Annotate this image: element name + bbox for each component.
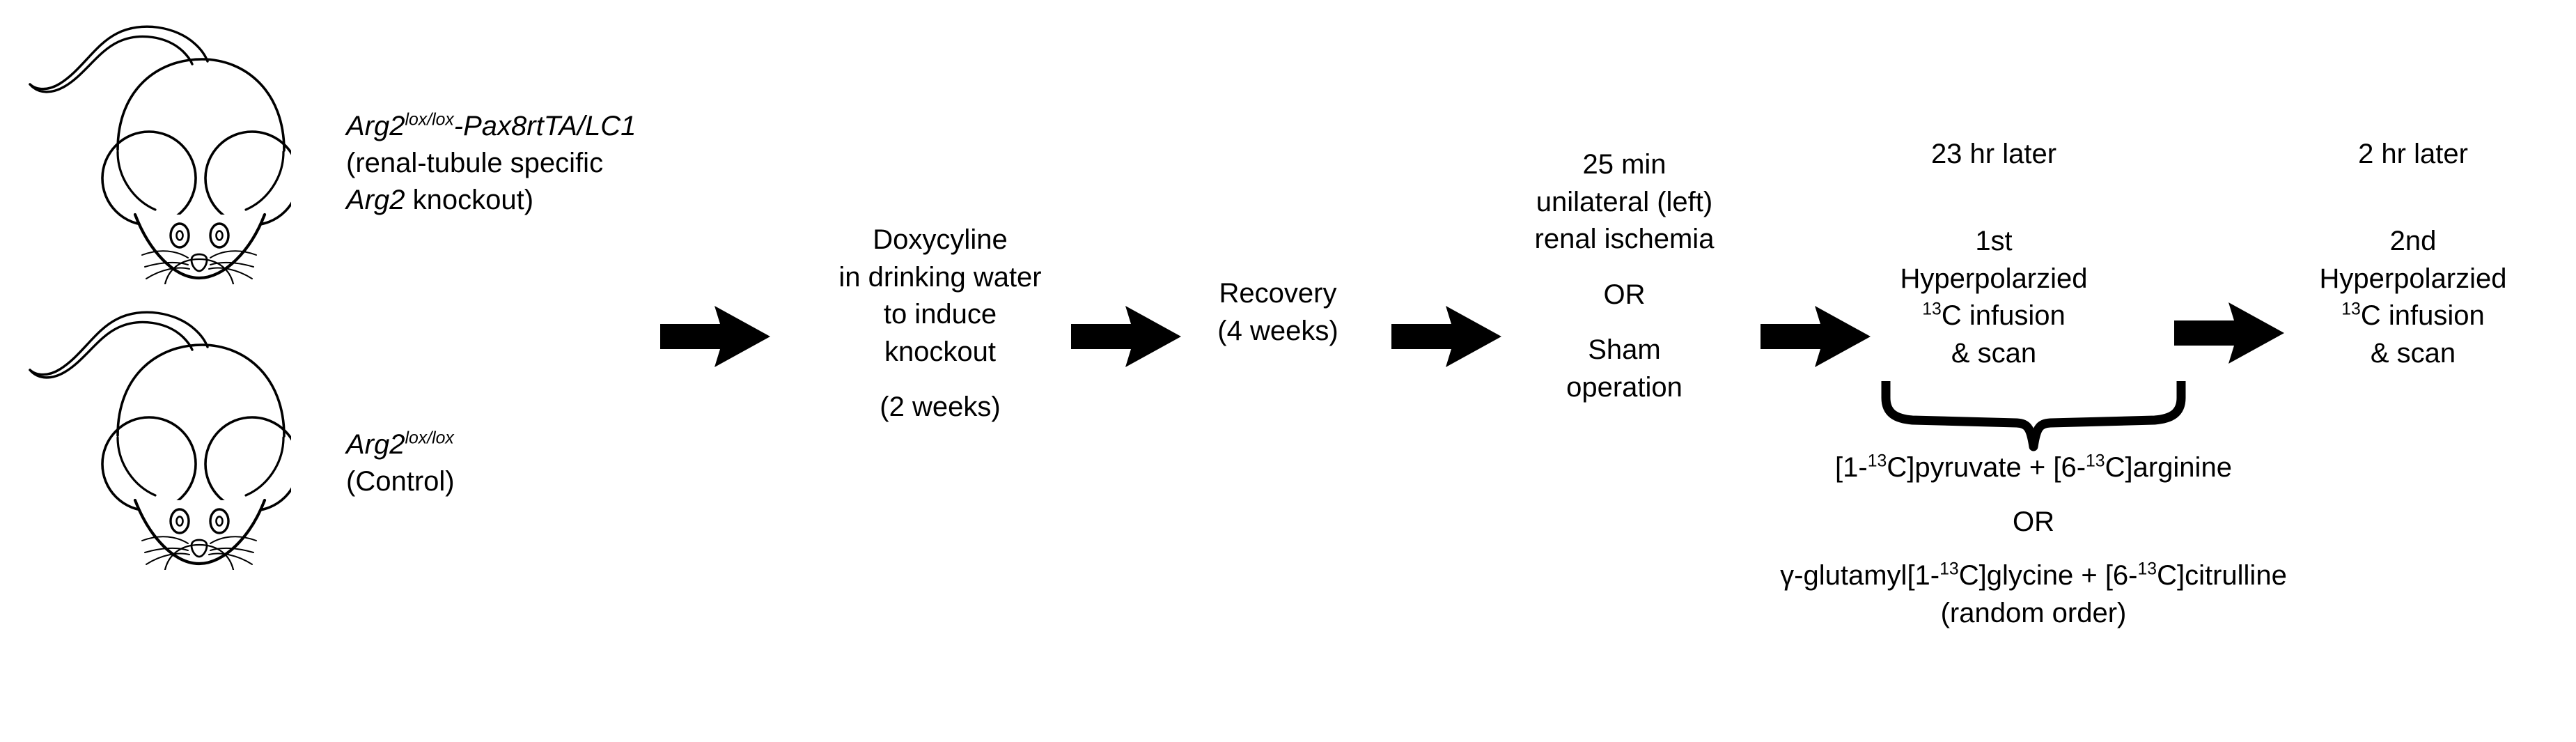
agents-brace [1880, 380, 2187, 456]
genotype-control-desc1: (Control) [346, 465, 455, 497]
second-scan-ordinal: 2nd [2389, 226, 2437, 256]
second-scan-timing: 2 hr later [2358, 139, 2468, 169]
genotype-knockout-desc2: Arg2 knockout) [346, 182, 646, 219]
agent-option-a-text: [1-13C]pyruvate + [6-13C]arginine [1783, 449, 2284, 487]
step-surgery-alt-line-1: Sham [1588, 334, 1661, 366]
step-doxycycline-line-4: knockout [884, 336, 997, 367]
genotype-knockout-gene: Arg2 [346, 111, 405, 141]
step-first-scan: 1st Hyperpolarzied 13C infusion & scan [1861, 223, 2127, 372]
genotype-knockout-line1: Arg2lox/lox-Pax8rtTA/LC1 [346, 108, 646, 145]
mouse-icon-knockout [13, 6, 291, 284]
agent-a-pre: [1- [1835, 452, 1868, 483]
second-scan-isotope-sup: 13 [2341, 300, 2361, 319]
step-recovery-line-1: Recovery [1219, 278, 1337, 309]
step-doxycycline-duration: (2 weeks) [880, 392, 1001, 423]
step-recovery: Recovery (4 weeks) [1177, 275, 1379, 350]
genotype-knockout-suffix: -Pax8rtTA/LC1 [453, 111, 637, 141]
genotype-control-gene: Arg2 [346, 429, 405, 460]
step-doxycycline-line-1: Doxycyline [873, 224, 1008, 255]
spacer [1483, 314, 1765, 332]
agent-a-sup2: 13 [2086, 451, 2105, 471]
agent-a-post: C]arginine [2105, 452, 2232, 483]
arrow-to-second-scan [2174, 300, 2286, 366]
agent-b-post: C]citrulline [2157, 560, 2287, 591]
spacer [787, 371, 1093, 389]
genotype-control-line1: Arg2lox/lox [346, 426, 646, 463]
genotype-control-sup: lox/lox [405, 428, 454, 448]
step-surgery-alt-line-2: operation [1566, 371, 1683, 403]
arrow-to-first-scan [1761, 303, 1872, 370]
agent-b-sup1: 13 [1939, 559, 1959, 579]
arrow-to-doxycycline [660, 303, 772, 370]
agent-b-sup2: 13 [2137, 559, 2157, 579]
first-scan-title: Hyperpolarzied [1900, 263, 2088, 294]
step-doxycycline-line-2: in drinking water [838, 261, 1042, 293]
agent-b-mid: C]glycine + [6- [1958, 560, 2138, 591]
agent-separator: OR [1783, 504, 2284, 541]
step-second-scan: 2nd Hyperpolarzied 13C infusion & scan [2277, 223, 2549, 372]
arrow-to-recovery [1071, 303, 1182, 370]
step-recovery-duration: (4 weeks) [1217, 315, 1338, 346]
first-scan-ordinal: 1st [1975, 226, 2013, 256]
step-surgery: 25 min unilateral (left) renal ischemia … [1483, 146, 1765, 407]
step-surgery-line-2: unilateral (left) [1536, 186, 1713, 217]
second-scan-isotope: 13C infusion [2277, 297, 2549, 335]
step-doxycycline: Doxycyline in drinking water to induce k… [787, 222, 1093, 426]
agent-option-b: γ-glutamyl[1-13C]glycine + [6-13C]citrul… [1727, 557, 2340, 632]
step-surgery-line-1: 25 min [1582, 149, 1666, 180]
genotype-knockout-sup: lox/lox [405, 110, 454, 130]
first-scan-last-line: & scan [1951, 337, 2037, 369]
first-scan-timing: 23 hr later [1930, 139, 2057, 169]
first-scan-isotope-sup: 13 [1922, 300, 1942, 319]
agent-a-mid: C]pyruvate + [6- [1887, 452, 2086, 483]
step-second-scan-timing: 2 hr later [2277, 136, 2549, 173]
genotype-knockout-desc2-gene: Arg2 [346, 184, 405, 215]
agent-b-pre: γ-glutamyl[1- [1780, 560, 1940, 591]
genotype-label-control: Arg2lox/lox (Control) [346, 426, 646, 500]
mouse-icon-control [13, 291, 291, 570]
agent-a-sup1: 13 [1867, 451, 1887, 471]
step-surgery-separator: OR [1603, 279, 1646, 310]
genotype-knockout-desc2-rest: knockout) [405, 184, 534, 215]
step-surgery-line-3: renal ischemia [1534, 224, 1715, 255]
agent-option-a: [1-13C]pyruvate + [6-13C]arginine [1783, 449, 2284, 487]
arrow-to-surgery [1391, 303, 1503, 370]
agent-option-b-text: γ-glutamyl[1-13C]glycine + [6-13C]citrul… [1727, 557, 2340, 595]
agent-note: (random order) [1940, 597, 2127, 628]
agent-separator-text: OR [2013, 507, 2054, 537]
step-doxycycline-line-3: to induce [883, 299, 997, 330]
second-scan-isotope-text: C infusion [2360, 300, 2485, 332]
genotype-label-knockout: Arg2lox/lox-Pax8rtTA/LC1 (renal-tubule s… [346, 108, 646, 218]
second-scan-last-line: & scan [2370, 337, 2456, 369]
first-scan-isotope: 13C infusion [1861, 297, 2127, 335]
second-scan-title: Hyperpolarzied [2319, 263, 2507, 294]
spacer [1483, 258, 1765, 277]
genotype-knockout-desc1: (renal-tubule specific [346, 147, 604, 178]
step-first-scan-timing: 23 hr later [1861, 136, 2127, 173]
first-scan-isotope-text: C infusion [1941, 300, 2066, 332]
